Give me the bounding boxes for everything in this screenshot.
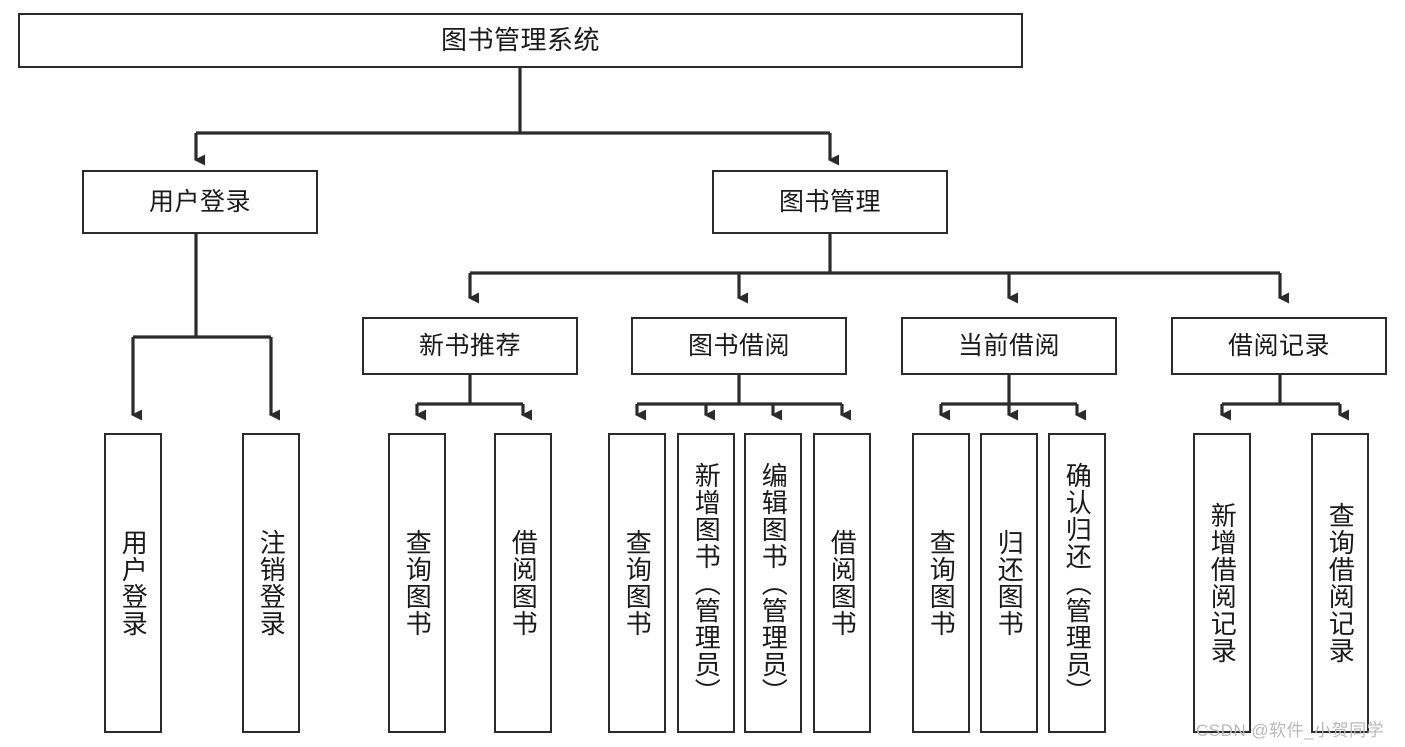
watermark-text: CSDN @软件_小贺同学 (1196, 721, 1385, 740)
leaf-return-book-label: 归还图书 (994, 529, 1025, 637)
leaf-query-book-2-label: 查询图书 (622, 529, 653, 637)
leaf-borrow-book-1[interactable]: 借阅图书 (494, 433, 552, 733)
node-book-manage-label: 图书管理 (778, 187, 881, 216)
node-user-login-label: 用户登录 (148, 187, 251, 216)
leaf-query-book-1[interactable]: 查询图书 (388, 433, 446, 733)
leaf-user-logout[interactable]: 注销登录 (242, 433, 300, 733)
leaf-query-book-1-label: 查询图书 (402, 529, 433, 637)
node-new-book-rec[interactable]: 新书推荐 (362, 317, 578, 375)
node-root[interactable]: 图书管理系统 (18, 13, 1023, 68)
node-root-label: 图书管理系统 (440, 25, 600, 56)
leaf-user-login[interactable]: 用户登录 (104, 433, 162, 733)
leaf-edit-book[interactable]: 编辑图书（管理员） (744, 433, 802, 733)
leaf-query-record[interactable]: 查询借阅记录 (1311, 433, 1369, 733)
leaf-add-book-label: 新增图书（管理员） (691, 461, 722, 705)
leaf-user-login-label: 用户登录 (118, 529, 149, 637)
leaf-user-logout-label: 注销登录 (256, 529, 287, 637)
node-borrow-record[interactable]: 借阅记录 (1171, 317, 1387, 375)
node-current-borrow[interactable]: 当前借阅 (901, 317, 1117, 375)
node-borrow-record-label: 借阅记录 (1227, 331, 1330, 360)
node-book-manage[interactable]: 图书管理 (712, 170, 948, 234)
node-new-book-rec-label: 新书推荐 (418, 331, 521, 360)
leaf-borrow-book-2[interactable]: 借阅图书 (813, 433, 871, 733)
leaf-query-record-label: 查询借阅记录 (1325, 502, 1356, 664)
node-current-borrow-label: 当前借阅 (957, 331, 1060, 360)
leaf-query-book-3-label: 查询图书 (926, 529, 957, 637)
leaf-borrow-book-1-label: 借阅图书 (508, 529, 539, 637)
leaf-query-book-3[interactable]: 查询图书 (912, 433, 970, 733)
node-book-borrow-label: 图书借阅 (687, 331, 790, 360)
leaf-add-book[interactable]: 新增图书（管理员） (677, 433, 735, 733)
leaf-add-record-label: 新增借阅记录 (1207, 502, 1238, 664)
leaf-confirm-return-label: 确认归还（管理员） (1062, 461, 1093, 705)
leaf-borrow-book-2-label: 借阅图书 (827, 529, 858, 637)
leaf-query-book-2[interactable]: 查询图书 (608, 433, 666, 733)
leaf-confirm-return[interactable]: 确认归还（管理员） (1048, 433, 1106, 733)
leaf-edit-book-label: 编辑图书（管理员） (758, 461, 789, 705)
node-user-login[interactable]: 用户登录 (82, 170, 318, 234)
node-book-borrow[interactable]: 图书借阅 (631, 317, 847, 375)
leaf-return-book[interactable]: 归还图书 (980, 433, 1038, 733)
leaf-add-record[interactable]: 新增借阅记录 (1193, 433, 1251, 733)
